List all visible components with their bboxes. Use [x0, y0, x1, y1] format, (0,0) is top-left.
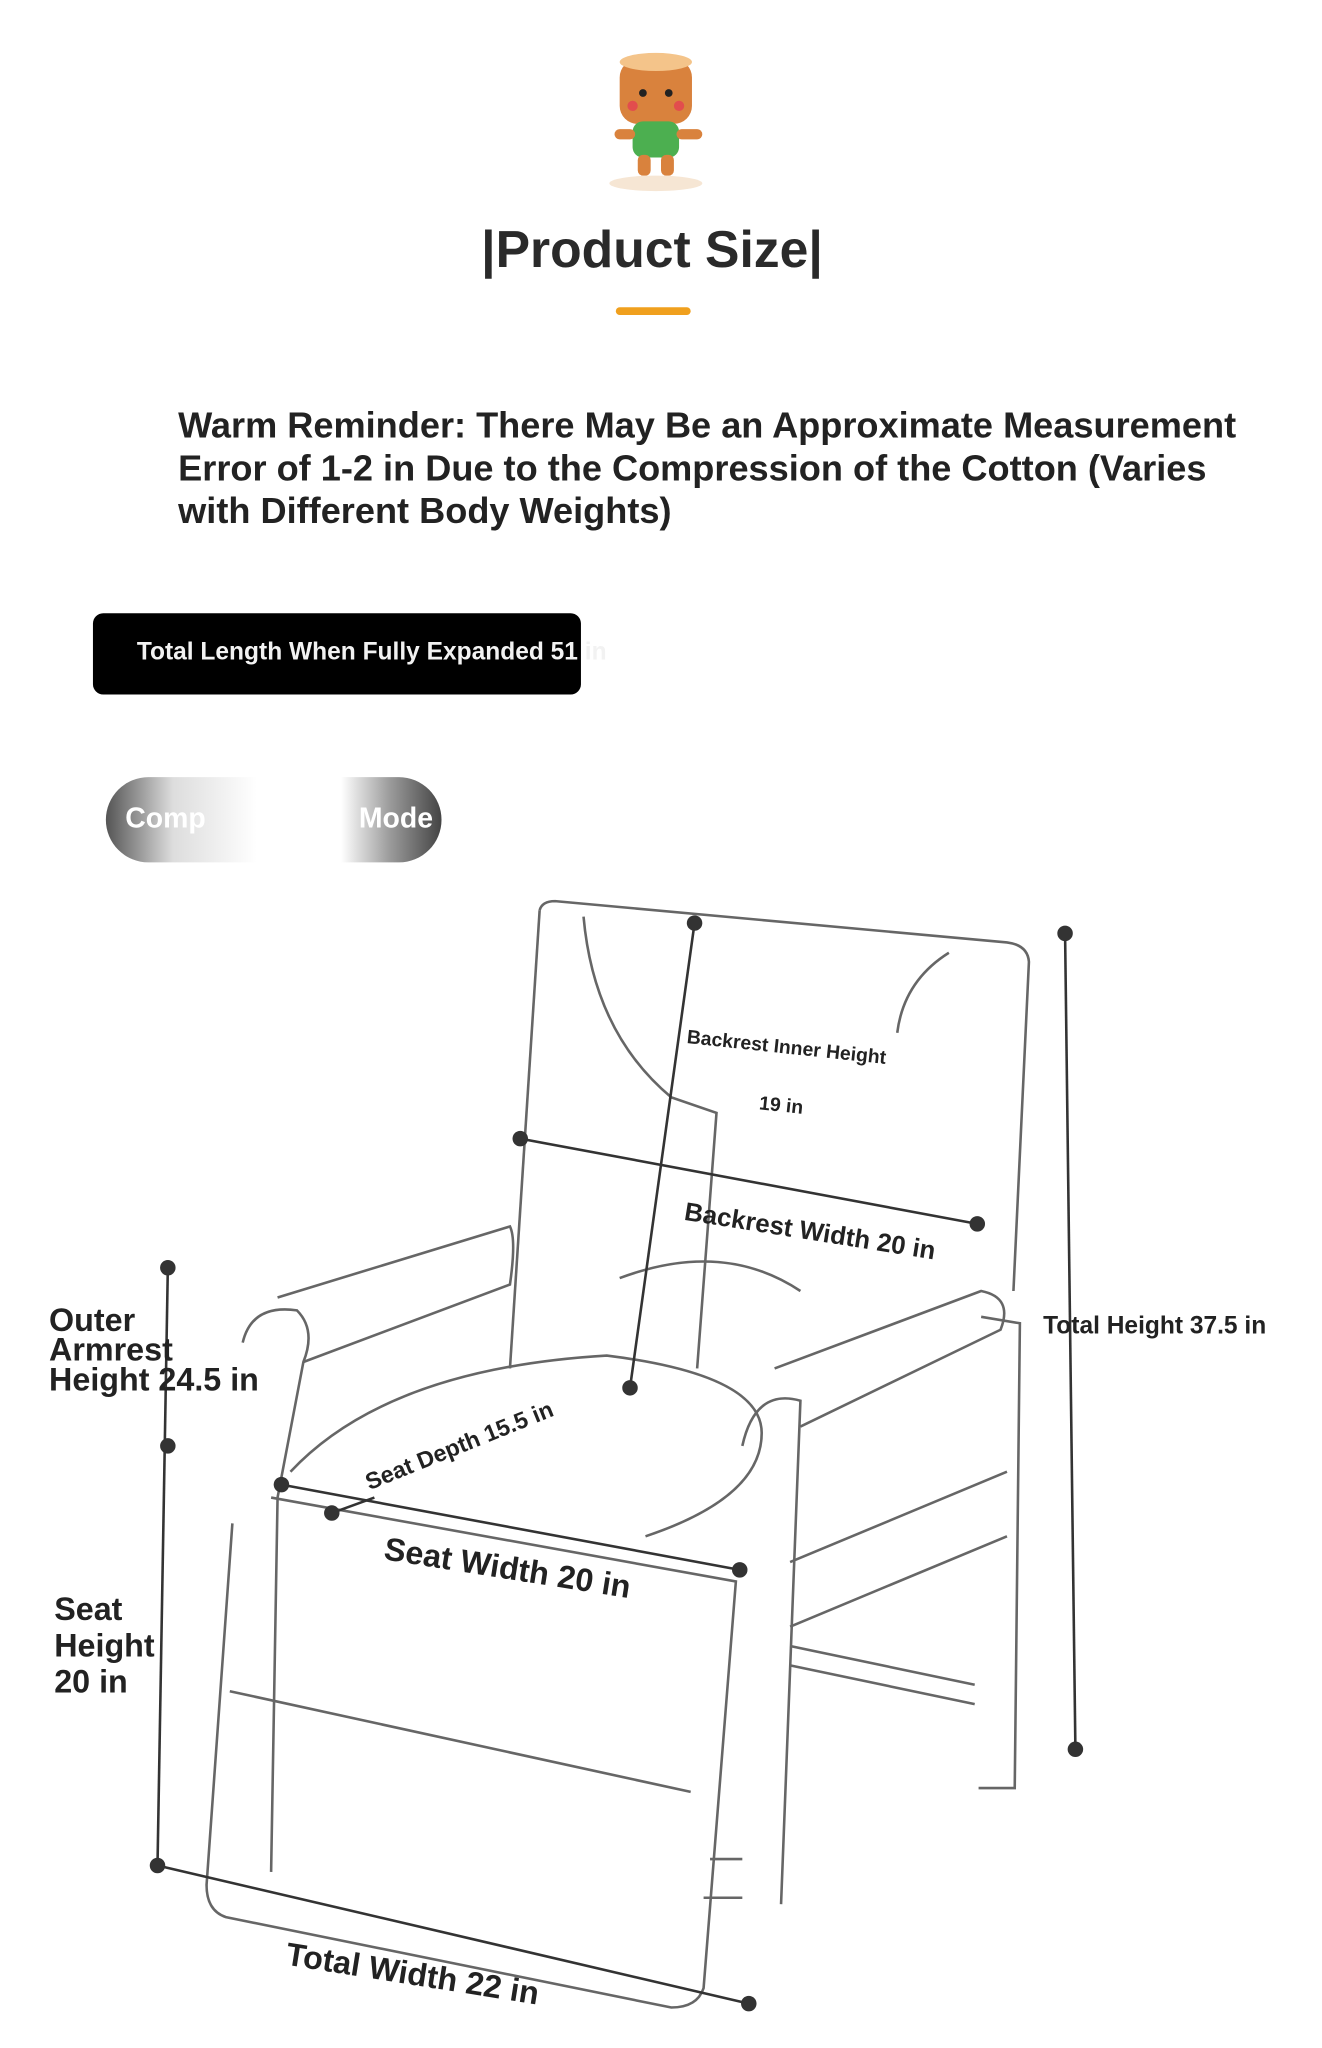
tree-stump-mascot-icon	[609, 52, 703, 192]
seat-height-line: Height	[54, 1627, 155, 1665]
warm-reminder-text: Warm Reminder: There May Be an Approxima…	[178, 405, 1237, 531]
seat-height-line: Seat	[54, 1591, 123, 1628]
title-underline	[615, 307, 691, 316]
backrest-inner-height-value: 19 in	[758, 1092, 805, 1119]
mode-badge	[105, 777, 442, 863]
expanded-length-text: Total Length When Fully Expanded 51 in	[136, 639, 607, 667]
total-height-label: Total Height 37.5 in	[1043, 1312, 1267, 1341]
mode-label-end: Mode	[358, 801, 434, 834]
outer-armrest-height-label: Outer Armrest Height 24.5 in	[49, 1302, 259, 1399]
page-title: |Product Size|	[481, 222, 823, 279]
expanded-length-banner	[92, 613, 581, 695]
seat-height-line: 20 in	[54, 1664, 128, 1701]
mode-label-start: Comp	[125, 801, 206, 834]
seat-height-label: Seat Height 20 in	[54, 1592, 154, 1700]
outer-armrest-line: Outer	[49, 1302, 136, 1339]
outer-armrest-line: Armrest	[49, 1332, 173, 1369]
outer-armrest-line: Height 24.5 in	[49, 1362, 259, 1399]
